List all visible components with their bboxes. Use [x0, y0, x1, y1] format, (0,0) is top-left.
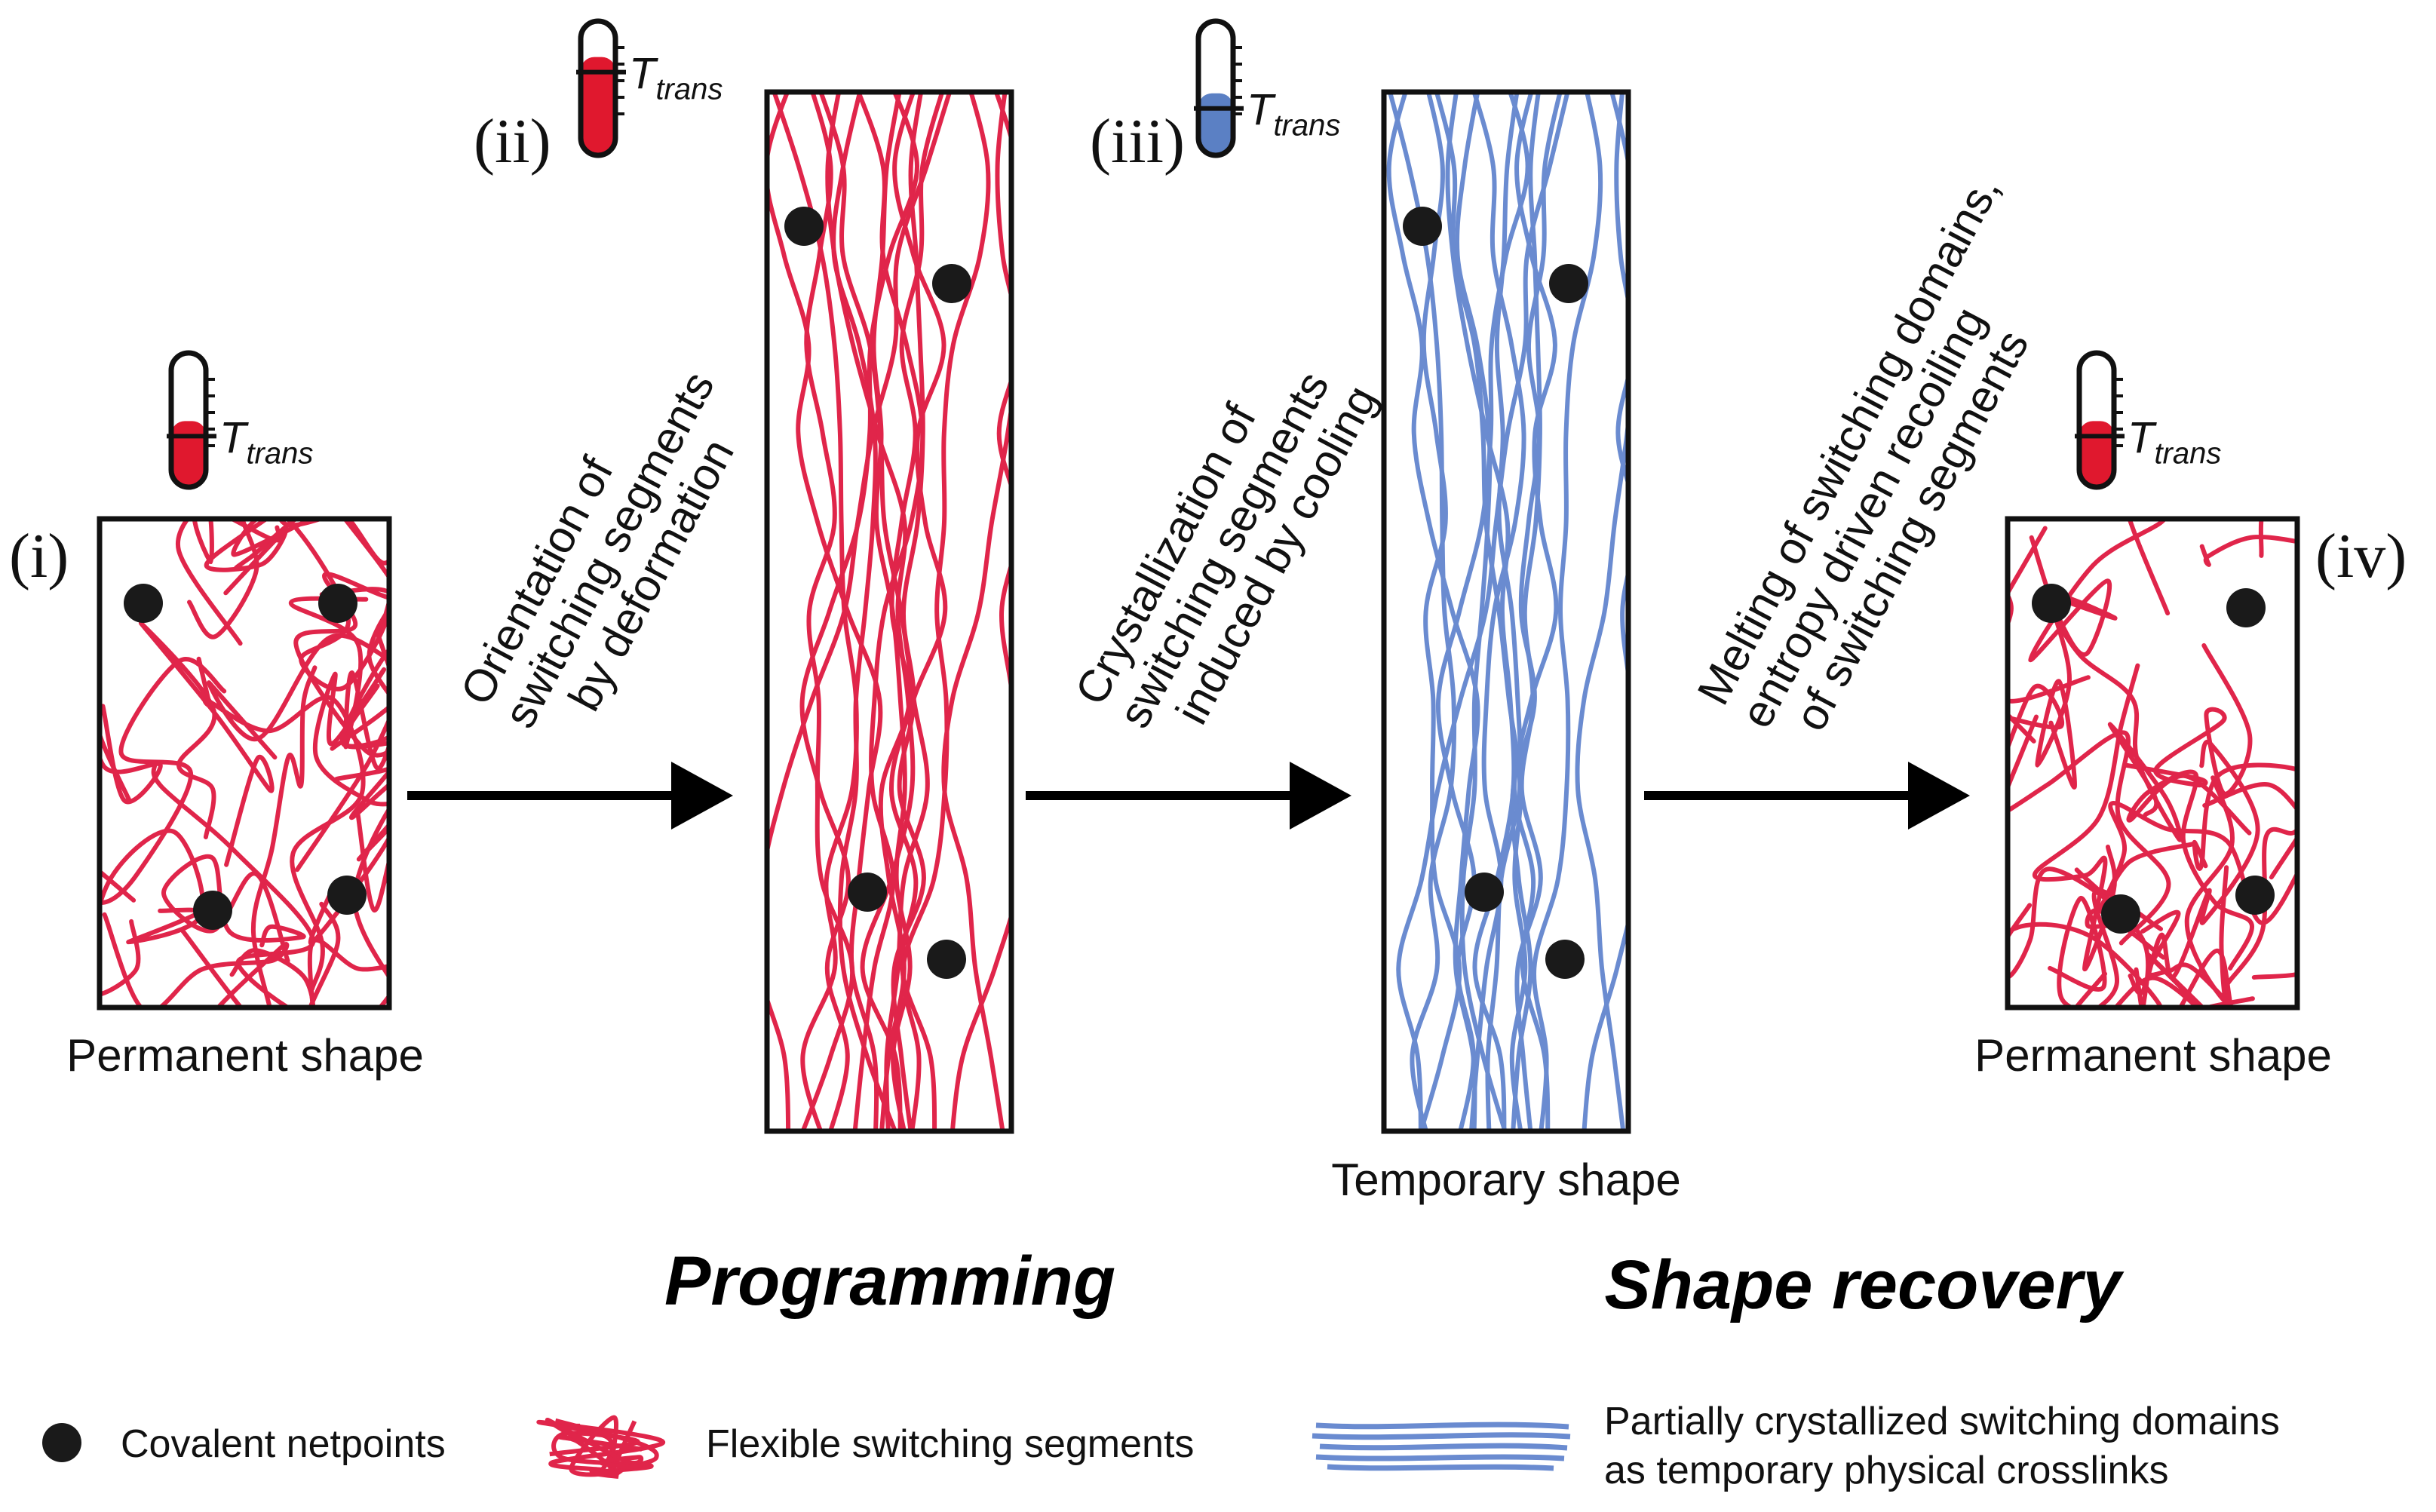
stage-i: (i) Permanent shape Ttrans	[9, 350, 424, 1081]
thermometer-hot-icon: Ttrans	[576, 18, 723, 158]
thermometer-cold-icon: Ttrans	[1194, 18, 1340, 158]
oriented-segments	[767, 92, 1011, 1131]
stage-label-ii: (ii)	[474, 106, 551, 176]
caption-permanent-shape-right: Permanent shape	[1974, 1030, 2332, 1081]
netpoint	[1545, 940, 1585, 979]
arrow-head-icon	[1290, 762, 1351, 830]
netpoint	[327, 876, 367, 915]
flexible-segments	[100, 519, 389, 1007]
sample-deformed	[764, 89, 1014, 1134]
netpoint	[1465, 873, 1504, 912]
stage-iii: (iii) Ttrans Temporary shape	[1090, 18, 1681, 1205]
netpoint	[193, 891, 232, 930]
arrow-head-icon	[1908, 762, 1970, 830]
netpoint	[2101, 894, 2140, 934]
netpoint	[2226, 588, 2266, 627]
legend-domains-line1: Partially crystallized switching domains	[1604, 1400, 2280, 1443]
netpoint	[848, 873, 887, 912]
netpoint	[927, 940, 966, 979]
stage-iv: (iv) Ttrans Permanent shape	[1974, 350, 2407, 1081]
netpoint	[318, 584, 357, 623]
sample-temporary	[1381, 89, 1631, 1134]
sample-frame	[1381, 89, 1631, 1134]
caption-temporary-shape: Temporary shape	[1331, 1155, 1681, 1205]
netpoint	[2032, 584, 2071, 623]
stage-label-iii: (iii)	[1090, 106, 1185, 176]
sample-frame	[97, 516, 392, 1011]
arrow-deformation: Orientation of switching segments by def…	[407, 363, 744, 830]
crystallized-segments	[1386, 92, 1628, 1131]
thermometer-label: Ttrans	[219, 413, 313, 470]
sample-permanent-left	[97, 516, 392, 1011]
arrow-head-icon	[671, 762, 733, 830]
arrow-recovery: Melting of switching domains, entropy dr…	[1644, 167, 2039, 830]
netpoint	[2235, 876, 2275, 915]
netpoint	[1549, 264, 1588, 303]
thermometer-label: Ttrans	[1247, 86, 1340, 143]
crystalline-lines-icon	[1312, 1422, 1571, 1471]
thermometer-hot-icon: Ttrans	[2075, 350, 2221, 490]
legend-netpoints: Covalent netpoints	[121, 1422, 446, 1466]
netpoint	[124, 584, 163, 623]
stage-ii: (ii) Ttrans	[474, 18, 1014, 1134]
sample-frame	[764, 89, 1014, 1134]
stage-label-iv: (iv)	[2315, 521, 2407, 591]
phase-programming: Programming	[664, 1243, 1115, 1320]
arrow-cooling: Crystallization of switching segments in…	[1026, 363, 1387, 830]
netpoint	[1403, 207, 1442, 246]
thermometer-hot-icon: Ttrans	[167, 350, 313, 490]
netpoint	[784, 207, 824, 246]
flexible-segments	[2008, 519, 2297, 1007]
coil-icon	[536, 1415, 666, 1480]
thermometer-label: Ttrans	[2128, 413, 2221, 470]
legend-segments: Flexible switching segments	[706, 1422, 1194, 1466]
netpoint-icon	[42, 1423, 81, 1462]
legend: Covalent netpoints Flexible switching se…	[42, 1400, 2280, 1492]
netpoint	[932, 264, 971, 303]
caption-permanent-shape: Permanent shape	[66, 1030, 424, 1081]
sample-permanent-right	[2005, 516, 2300, 1011]
thermometer-label: Ttrans	[629, 50, 723, 106]
phase-shape-recovery: Shape recovery	[1604, 1247, 2124, 1323]
legend-domains-line2: as temporary physical crosslinks	[1604, 1449, 2168, 1492]
sample-frame	[2005, 516, 2300, 1011]
stage-label-i: (i)	[9, 521, 69, 591]
